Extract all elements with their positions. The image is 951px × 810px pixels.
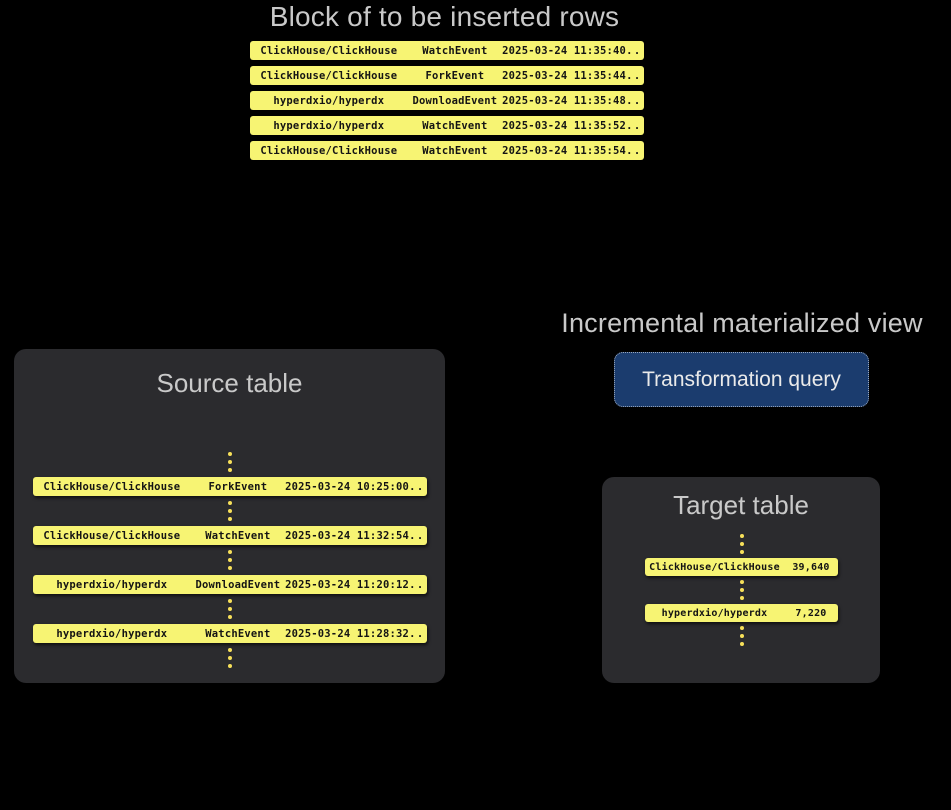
row-repo: ClickHouse/ClickHouse (649, 561, 780, 573)
ellipsis-dot (739, 550, 744, 554)
row-event-type: ForkEvent (425, 69, 485, 82)
row-timestamp: 2025-03-24 11:35:44 (502, 69, 627, 82)
ellipsis-dot (228, 501, 232, 505)
row-event-type: WatchEvent (422, 44, 488, 57)
row-repo: hyperdxio/hyperdx (273, 94, 385, 107)
block-of-rows-title: Block of to be inserted rows (269, 1, 620, 32)
row-repo: ClickHouse/ClickHouse (43, 529, 181, 542)
row-timestamp: 2025-03-24 11:35:52 (502, 119, 627, 132)
ellipsis-dot (228, 558, 232, 562)
row-more-ellipsis: ... (409, 627, 427, 640)
row-repo: hyperdxio/hyperdx (661, 607, 768, 619)
ellipsis-dot (228, 460, 232, 464)
row-ellipsis-dots (33, 447, 427, 477)
table-row: ClickHouse/ClickHouse WatchEvent 2025-03-2… (33, 526, 427, 545)
ellipsis-dot (228, 517, 232, 521)
ellipsis-dot (228, 615, 232, 619)
ellipsis-dot (739, 634, 744, 638)
row-ellipsis-dots (33, 594, 427, 624)
row-more-ellipsis: ... (626, 144, 644, 157)
row-repo: ClickHouse/ClickHouse (43, 480, 181, 493)
row-timestamp: 2025-03-24 11:35:48 (502, 94, 627, 107)
row-repo: ClickHouse/ClickHouse (260, 69, 398, 82)
source-table-panel: Source table ClickHouse/ClickHouse ForkEv… (14, 349, 445, 683)
table-row: ClickHouse/ClickHouse WatchEvent 2025-03-2… (250, 41, 644, 60)
ellipsis-dot (739, 580, 744, 584)
ellipsis-dot (228, 607, 232, 611)
row-event-type: DownloadEvent (195, 578, 281, 591)
table-row: ClickHouse/ClickHouse WatchEvent 2025-03-2… (250, 141, 644, 160)
ellipsis-dot (739, 542, 744, 546)
table-row: ClickHouse/ClickHouse 39,640 (645, 558, 838, 576)
row-count: 39,640 (792, 561, 830, 573)
row-ellipsis-dots (645, 576, 838, 604)
row-more-ellipsis: ... (626, 69, 644, 82)
row-more-ellipsis: ... (409, 578, 427, 591)
table-row: hyperdxio/hyperdx DownloadEvent 2025-03-24… (250, 91, 644, 110)
ellipsis-dot (739, 626, 744, 630)
row-more-ellipsis: ... (626, 44, 644, 57)
row-more-ellipsis: ... (409, 480, 427, 493)
row-repo: hyperdxio/hyperdx (273, 119, 385, 132)
table-row: hyperdxio/hyperdx 7,220 (645, 604, 838, 622)
row-timestamp: 2025-03-24 11:20:12 (285, 578, 410, 591)
ellipsis-dot (739, 534, 744, 538)
ellipsis-dot (228, 452, 232, 456)
row-timestamp: 2025-03-24 11:28:32 (285, 627, 410, 640)
ellipsis-dot (228, 509, 232, 513)
row-ellipsis-dots (645, 530, 838, 558)
row-more-ellipsis: ... (626, 94, 644, 107)
row-ellipsis-dots (33, 545, 427, 575)
source-table-title: Source table (156, 368, 303, 398)
row-ellipsis-dots (645, 622, 838, 650)
row-event-type: DownloadEvent (412, 94, 498, 107)
table-row: ClickHouse/ClickHouse ForkEvent 2025-03-24… (33, 477, 427, 496)
target-table-rows: ClickHouse/ClickHouse 39,640 hyperdxio/hyp… (645, 530, 838, 650)
row-timestamp: 2025-03-24 11:35:40 (502, 44, 627, 57)
ellipsis-dot (739, 588, 744, 592)
ellipsis-dot (228, 550, 232, 554)
row-repo: hyperdxio/hyperdx (56, 578, 168, 591)
row-repo: hyperdxio/hyperdx (56, 627, 168, 640)
source-table-rows: ClickHouse/ClickHouse ForkEvent 2025-03-24… (33, 447, 427, 673)
table-row: ClickHouse/ClickHouse ForkEvent 2025-03-24… (250, 66, 644, 85)
ellipsis-dot (739, 596, 744, 600)
transformation-query-box[interactable]: Transformation query (614, 352, 869, 407)
ellipsis-dot (228, 656, 232, 660)
row-repo: ClickHouse/ClickHouse (260, 144, 398, 157)
table-row: hyperdxio/hyperdx WatchEvent 2025-03-24 11… (250, 116, 644, 135)
ellipsis-dot (228, 648, 232, 652)
table-row: hyperdxio/hyperdx WatchEvent 2025-03-24 11… (33, 624, 427, 643)
row-ellipsis-dots (33, 496, 427, 526)
row-ellipsis-dots (33, 643, 427, 673)
row-event-type: WatchEvent (205, 529, 271, 542)
row-timestamp: 2025-03-24 11:32:54 (285, 529, 410, 542)
target-table-panel: Target table ClickHouse/ClickHouse 39,640… (602, 477, 880, 683)
row-timestamp: 2025-03-24 10:25:00 (285, 480, 410, 493)
row-more-ellipsis: ... (626, 119, 644, 132)
row-event-type: ForkEvent (208, 480, 268, 493)
ellipsis-dot (228, 468, 232, 472)
ellipsis-dot (739, 642, 744, 646)
row-more-ellipsis: ... (409, 529, 427, 542)
row-event-type: WatchEvent (422, 119, 488, 132)
row-count: 7,220 (795, 607, 827, 619)
table-row: hyperdxio/hyperdx DownloadEvent 2025-03-24… (33, 575, 427, 594)
row-event-type: WatchEvent (205, 627, 271, 640)
ellipsis-dot (228, 566, 232, 570)
row-timestamp: 2025-03-24 11:35:54 (502, 144, 627, 157)
incremental-materialized-view-title: Incremental materialized view (561, 308, 923, 338)
row-event-type: WatchEvent (422, 144, 488, 157)
ellipsis-dot (228, 599, 232, 603)
ellipsis-dot (228, 664, 232, 668)
target-table-title: Target table (673, 490, 809, 520)
row-repo: ClickHouse/ClickHouse (260, 44, 398, 57)
